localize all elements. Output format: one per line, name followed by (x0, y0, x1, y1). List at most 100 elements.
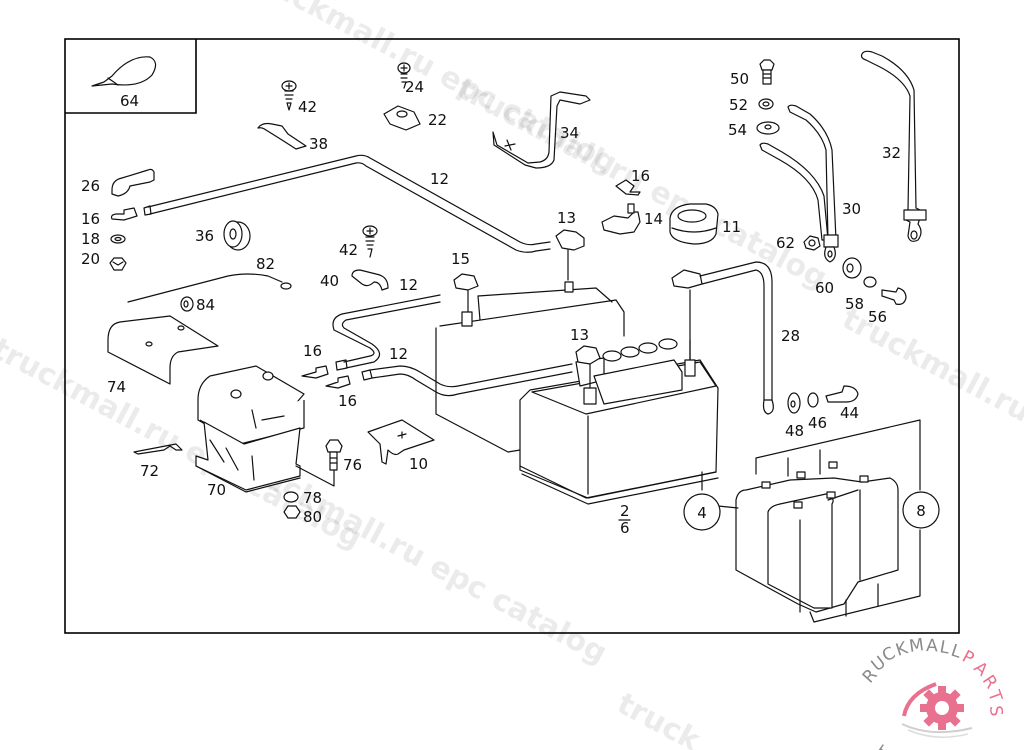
battery-rear[interactable] (435, 281, 625, 453)
callout-58[interactable]: 58 (845, 295, 864, 313)
part-14-terminal[interactable] (601, 203, 641, 235)
callout-70[interactable]: 70 (207, 481, 226, 499)
part-78-lock-washer[interactable] (283, 491, 299, 503)
part-26-terminal-boot[interactable] (111, 168, 155, 197)
callout-48[interactable]: 48 (785, 422, 804, 440)
callout-12[interactable]: 12 (399, 276, 418, 294)
callout-40[interactable]: 40 (320, 272, 339, 290)
callout-34[interactable]: 34 (560, 124, 579, 142)
part-20-nut[interactable] (109, 257, 127, 271)
part-16-cable-lug[interactable] (110, 207, 138, 221)
callout-2[interactable]: 2 (620, 502, 630, 520)
part-48-washer[interactable] (787, 392, 801, 414)
callout-54[interactable]: 54 (728, 121, 747, 139)
part-76-bolt[interactable] (325, 439, 343, 471)
callout-12[interactable]: 12 (430, 170, 449, 188)
circled-callout-8[interactable]: 8 (902, 491, 940, 529)
circled-callout-4[interactable]: 4 (683, 493, 721, 531)
callout-50[interactable]: 50 (730, 70, 749, 88)
part-38-bracket[interactable] (257, 122, 307, 150)
callout-24[interactable]: 24 (405, 78, 424, 96)
callout-76[interactable]: 76 (343, 456, 362, 474)
part-11-terminal-cover[interactable] (669, 203, 719, 245)
part-30-battery-cable[interactable] (759, 104, 839, 263)
callout-42[interactable]: 42 (339, 241, 358, 259)
part-16-cable-lug[interactable] (325, 375, 351, 389)
part-22-clip-nut[interactable] (383, 105, 421, 131)
part-15-terminal-clamp[interactable] (453, 273, 479, 317)
part-82-wire[interactable] (127, 273, 292, 303)
part-16-cable-lug[interactable] (301, 365, 329, 379)
part-12-cable-middle[interactable] (332, 294, 441, 371)
callout-18[interactable]: 18 (81, 230, 100, 248)
part-42-screw[interactable] (362, 225, 378, 258)
callout-16[interactable]: 16 (303, 342, 322, 360)
callout-44[interactable]: 44 (840, 404, 859, 422)
callout-74[interactable]: 74 (107, 378, 126, 396)
callout-38[interactable]: 38 (309, 135, 328, 153)
part-34-bracket[interactable] (492, 91, 591, 169)
callout-42[interactable]: 42 (298, 98, 317, 116)
part-60-washer[interactable] (842, 257, 862, 279)
part-80-nut[interactable] (283, 505, 301, 519)
part-13-terminal-clamp[interactable] (555, 229, 585, 281)
callout-32[interactable]: 32 (882, 144, 901, 162)
logo-swoosh-grey (907, 729, 969, 738)
callout-13[interactable]: 13 (570, 326, 589, 344)
part-44-bolt[interactable] (825, 385, 859, 403)
part-74-terminal-cover[interactable] (107, 315, 219, 385)
part-28-battery-cable[interactable] (671, 261, 774, 415)
callout-80[interactable]: 80 (303, 508, 322, 526)
callout-12[interactable]: 12 (389, 345, 408, 363)
part-40-clamp[interactable] (351, 269, 389, 291)
part-58-lock-washer[interactable] (863, 276, 877, 288)
part-46-lock-washer[interactable] (807, 392, 819, 408)
callout-28[interactable]: 28 (781, 327, 800, 345)
part-62-nut[interactable] (803, 235, 821, 251)
part-64-cable-tie[interactable] (91, 56, 157, 87)
part-24-screw[interactable] (397, 62, 411, 89)
callout-6[interactable]: 6 (620, 519, 630, 537)
callout-26[interactable]: 26 (81, 177, 100, 195)
part-36-grommet[interactable] (223, 220, 251, 251)
callout-60[interactable]: 60 (815, 279, 834, 297)
callout-52[interactable]: 52 (729, 96, 748, 114)
part-2-battery[interactable] (519, 338, 719, 505)
callout-22[interactable]: 22 (428, 111, 447, 129)
callout-14[interactable]: 14 (644, 210, 663, 228)
callout-84[interactable]: 84 (196, 296, 215, 314)
callout-36[interactable]: 36 (195, 227, 214, 245)
part-16-cable-lug[interactable] (615, 179, 641, 196)
callout-16[interactable]: 16 (338, 392, 357, 410)
callout-16[interactable]: 16 (631, 167, 650, 185)
part-12-cable-upper[interactable] (143, 154, 551, 253)
part-32-ground-strap[interactable] (860, 50, 927, 242)
callout-16[interactable]: 16 (81, 210, 100, 228)
callout-10[interactable]: 10 (409, 455, 428, 473)
part-72-strip[interactable] (133, 443, 183, 455)
callout-62[interactable]: 62 (776, 234, 795, 252)
callout-64[interactable]: 64 (120, 92, 139, 110)
part-18-lock-washer[interactable] (110, 234, 126, 244)
part-52-lock-washer[interactable] (758, 98, 774, 110)
part-42-screw[interactable] (281, 80, 297, 111)
part-10-bracket[interactable] (367, 419, 435, 465)
callout-20[interactable]: 20 (81, 250, 100, 268)
part-50-bolt[interactable] (759, 59, 775, 85)
callout-15[interactable]: 15 (451, 250, 470, 268)
battery-cells-kit[interactable] (701, 419, 921, 623)
part-54-washer[interactable] (756, 121, 780, 135)
callout-11[interactable]: 11 (722, 218, 741, 236)
callout-72[interactable]: 72 (140, 462, 159, 480)
callout-82[interactable]: 82 (256, 255, 275, 273)
part-56-bolt[interactable] (881, 287, 907, 305)
callout-46[interactable]: 46 (808, 414, 827, 432)
callout-30[interactable]: 30 (842, 200, 861, 218)
logo-swoosh (902, 682, 937, 717)
part-70-battery-box[interactable] (195, 365, 305, 493)
part-12-cable-lower[interactable] (361, 363, 573, 397)
part-84-grommet[interactable] (180, 296, 194, 312)
callout-56[interactable]: 56 (868, 308, 887, 326)
callout-13[interactable]: 13 (557, 209, 576, 227)
callout-78[interactable]: 78 (303, 489, 322, 507)
